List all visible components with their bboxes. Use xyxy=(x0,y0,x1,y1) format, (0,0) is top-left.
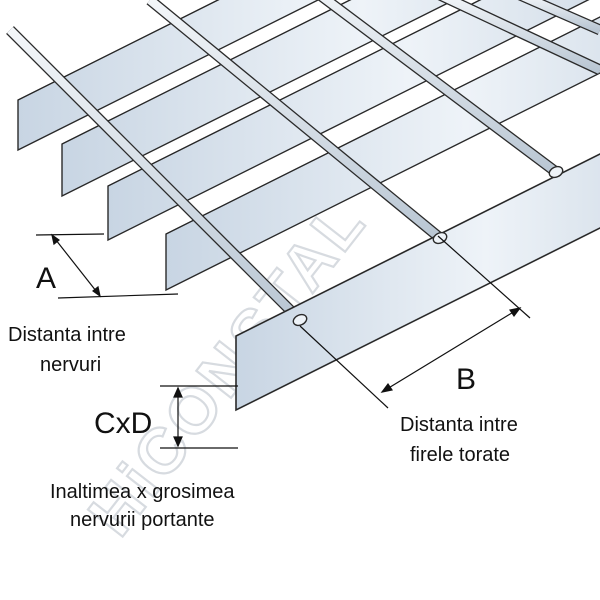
twisted-rod xyxy=(520,0,600,34)
arrowhead xyxy=(51,233,60,246)
dimension-a xyxy=(35,233,179,299)
label-cd: CxD xyxy=(94,407,152,440)
bearing-bar-top xyxy=(17,0,220,101)
arrowhead xyxy=(173,386,183,398)
front-bearing-bar xyxy=(235,153,600,412)
arrowhead xyxy=(509,307,522,318)
dimension-b xyxy=(299,235,531,409)
caption-b-line2: firele torate xyxy=(410,444,510,466)
label-a: A xyxy=(36,262,56,295)
twisted-rod xyxy=(147,0,443,242)
twisted-rod xyxy=(440,0,600,74)
caption-cd-line1: Inaltimea x grosimea xyxy=(50,481,235,503)
arrowhead xyxy=(380,382,393,393)
rod-end xyxy=(548,165,564,179)
bearing-bar-top xyxy=(61,0,352,145)
rod-end xyxy=(292,313,308,327)
caption-cd-line2: nervurii portante xyxy=(70,509,215,531)
label-b: B xyxy=(456,363,476,396)
bearing-bar-top xyxy=(165,16,600,235)
front-bar-face xyxy=(235,153,600,412)
arrowhead xyxy=(92,285,101,298)
dimension-cd xyxy=(160,385,238,449)
front-bar-top xyxy=(235,153,600,337)
bearing-bar xyxy=(61,0,456,198)
twisted-rod xyxy=(7,27,303,323)
caption-a-line1: Distanta intre xyxy=(8,324,126,346)
caption-b-line1: Distanta intre xyxy=(400,414,518,436)
bearing-bar xyxy=(107,0,590,242)
bearing-bar xyxy=(165,16,600,292)
arrowhead xyxy=(173,436,183,448)
twisted-rod xyxy=(319,0,559,176)
caption-a-line2: nervuri xyxy=(40,354,101,376)
twisted-rods xyxy=(6,0,600,324)
